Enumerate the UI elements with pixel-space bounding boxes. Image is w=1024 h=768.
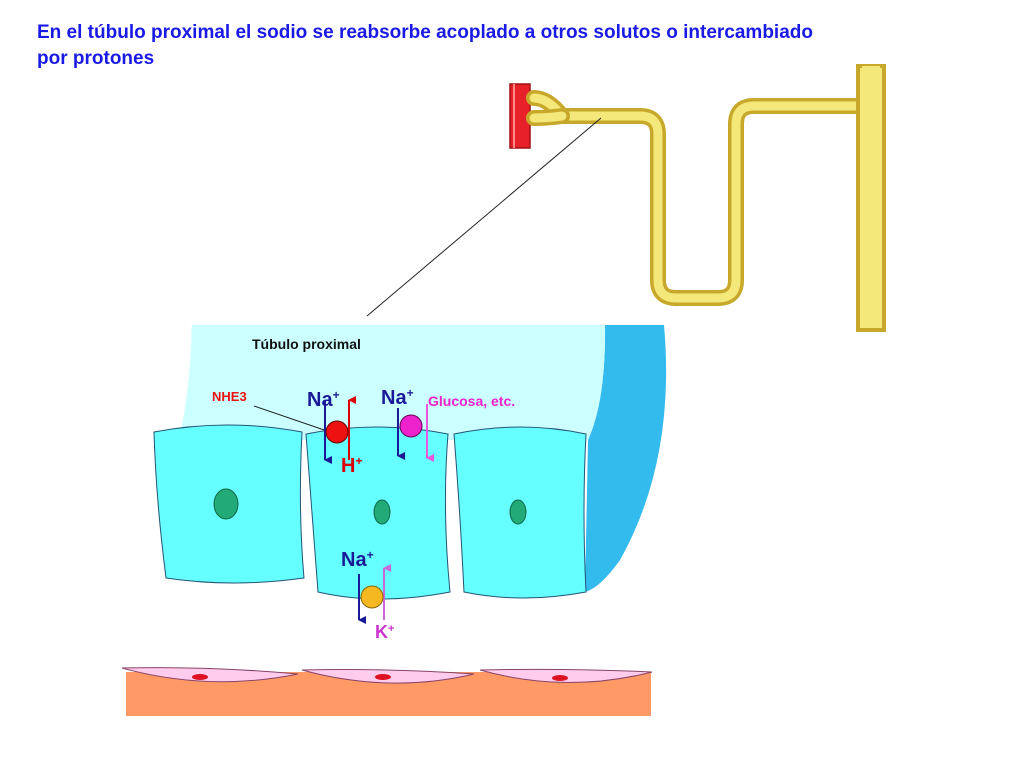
slide-title: En el túbulo proximal el sodio se reabso… [37, 22, 813, 69]
sglt-transporter [399, 414, 423, 438]
sodium-label-right: Na+ [381, 386, 414, 409]
endothelial-nucleus-1 [192, 674, 208, 680]
proton-label: H+ [341, 454, 362, 477]
lumen-label: Túbulo proximal [252, 336, 361, 352]
zoom-pointer-line [366, 117, 602, 317]
nhe3-label: NHE3 [212, 389, 247, 404]
endothelial-nucleus-2 [375, 674, 391, 680]
na-k-pump [360, 585, 384, 609]
nephron-tubule-border [526, 90, 870, 306]
sodium-label-bottom: Na+ [341, 548, 374, 571]
endothelial-cell-1 [121, 667, 299, 683]
tubule-cross-section [153, 320, 667, 600]
nhe3-transporter [325, 420, 349, 444]
sodium-label-left: Na+ [307, 388, 340, 411]
peritubular-capillary [121, 667, 653, 716]
endothelial-nucleus-3 [552, 675, 568, 681]
nephron-schematic [509, 64, 886, 332]
glucose-label: Glucosa, etc. [428, 393, 515, 409]
nucleus-right [509, 499, 527, 525]
nucleus-center [373, 499, 391, 525]
tubule-wall [585, 325, 667, 592]
nucleus-left [213, 488, 239, 520]
endothelial-cell-3 [479, 668, 653, 683]
potassium-label: K+ [375, 622, 394, 642]
tubule-lumen [178, 320, 606, 440]
nhe3-leader-line [253, 405, 331, 433]
